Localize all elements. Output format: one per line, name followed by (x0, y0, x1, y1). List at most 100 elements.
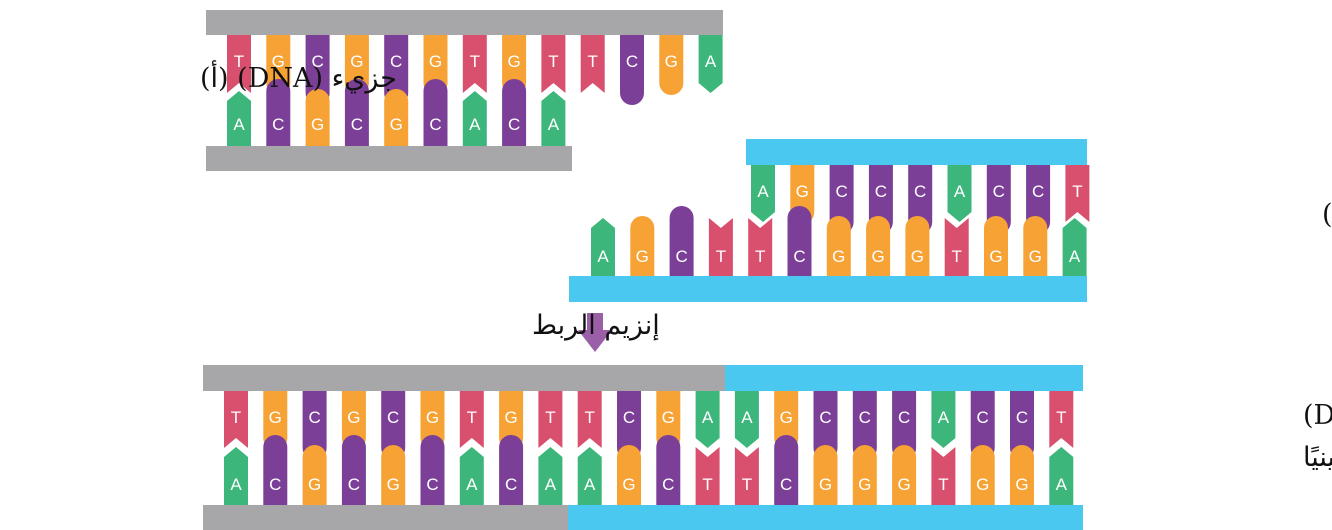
recombinant-bottom-backbone-b (568, 505, 1083, 530)
molecule-a-bottom-base-label: C (429, 115, 441, 134)
molecule-b-bottom-base-label: G (989, 247, 1002, 266)
recombinant-top-base-label: G (780, 408, 793, 427)
molecule-b-bottom-base-label: T (755, 247, 765, 266)
recombinant-top-base-G (774, 391, 799, 450)
molecule-b-bottom-base-G (1023, 215, 1048, 276)
molecule-a-top-base-G (502, 35, 527, 95)
molecule-b-bottom-base-T (708, 218, 733, 276)
molecule-a-top-base-label: C (626, 52, 638, 71)
molecule-a-bottom-base-label: G (311, 115, 324, 134)
recombinant-top-base-label: G (269, 408, 282, 427)
recombinant-top-base-label: C (977, 408, 989, 427)
recombinant-top-base-C (617, 391, 641, 460)
recombinant-top-base-label: T (231, 408, 241, 427)
molecule-a-top-base-G (659, 35, 684, 95)
recombinant-top-base-label: A (702, 408, 714, 427)
recombinant-top-base-label: C (387, 408, 399, 427)
molecule-a-bottom-base-C (423, 79, 448, 146)
recombinant-bottom-base-label: C (662, 475, 674, 494)
recombinant-top-base-label: G (662, 408, 675, 427)
recombinant-bottom-base-C (263, 435, 288, 505)
molecule-a-top-base-T (227, 35, 251, 93)
recombinant-bottom-base-C (341, 435, 366, 505)
molecule-a-top-base-C (384, 35, 409, 105)
molecule-a-top-base-label: C (311, 52, 323, 71)
molecule-b-bottom-base-label: T (716, 247, 726, 266)
recombinant-top-base-A (931, 391, 956, 448)
recombinant-top-base-C (970, 391, 995, 461)
recombinant-bottom-base-G (892, 445, 917, 505)
recombinant-bottom-base-G (852, 445, 877, 505)
ligase-label: إنزيم الربط (532, 310, 660, 341)
molecule-b-bottom-base-G (905, 216, 930, 276)
molecule-b-bottom-base-A (591, 218, 615, 276)
recombinant-top-base-T (538, 391, 563, 448)
molecule-a-top-base-label: T (548, 52, 558, 71)
recombinant-bottom-base-G (970, 445, 995, 505)
molecule-b-bottom-base-G (630, 216, 655, 276)
recombinant-bottom-base-label: A (230, 475, 242, 494)
molecule-b-top-base-label: A (757, 182, 769, 201)
molecule-b-top-base-label: T (1072, 182, 1082, 201)
molecule-b-bottom-base-T (944, 218, 969, 276)
recombinant-bottom-base-A (459, 447, 484, 505)
recombinant-top-base-G (656, 391, 681, 450)
recombinant-bottom-base-A (224, 447, 248, 505)
recombinant-bottom-base-G (381, 445, 406, 505)
recombinant-top-base-G (499, 391, 524, 450)
molecule-a-top-base-T (462, 35, 487, 93)
molecule-b-bottom-base-label: G (1029, 247, 1042, 266)
molecule-b-top-base-A (947, 165, 972, 222)
recombinant-top-base-label: T (545, 408, 555, 427)
recombinant-bottom-base-label: T (702, 475, 712, 494)
recombinant-top-base-C (1010, 391, 1034, 460)
molecule-a-top-base-label: T (234, 52, 244, 71)
molecule-a-bottom-base-A (462, 91, 487, 146)
molecule-a-top-base-G (423, 35, 448, 95)
recombinant-bottom-base-label: C (348, 475, 360, 494)
molecule-a-bottom-base-C (266, 79, 291, 146)
recombinant-top-base-T (224, 391, 248, 448)
molecule-a-bottom-base-C (502, 79, 527, 146)
recombinant-top-base-A (734, 391, 759, 448)
recombinant-bottom-base-G (617, 445, 641, 505)
molecule-a-bottom-base-A (541, 91, 566, 146)
molecule-a-bottom-base-A (227, 91, 251, 146)
molecule-a-top-base-label: G (507, 52, 520, 71)
molecule-b-bottom-base-label: T (952, 247, 962, 266)
molecule-b-top-base-label: G (796, 182, 809, 201)
molecule-b-bottom-base-label: A (597, 247, 609, 266)
recombinant-bottom-base-label: G (1015, 475, 1028, 494)
molecule-b-bottom-base-A (1062, 218, 1087, 276)
recombinant-bottom-base-label: G (622, 475, 635, 494)
recombinant-bottom-base-G (302, 445, 327, 505)
molecule-a-top-base-label: G (429, 52, 442, 71)
molecule-b-bottom-base-G (866, 216, 891, 276)
recombinant-top-base-label: C (898, 408, 910, 427)
recombinant-top-base-label: G (426, 408, 439, 427)
recombinant-bottom-base-label: T (938, 475, 948, 494)
molecule-a-top-base-G (344, 35, 369, 95)
molecule-a-label: جزيء (DNA) (أ) (200, 60, 397, 94)
molecule-a-bottom-base-label: A (469, 115, 481, 134)
molecule-b-top-base-label: A (954, 182, 966, 201)
recombinant-top-base-label: C (623, 408, 635, 427)
recombinant-top-backbone-a (203, 365, 725, 391)
recombinant-top-base-label: C (1016, 408, 1028, 427)
recombinant-top-base-C (302, 391, 327, 461)
recombinant-bottom-base-G (1010, 445, 1034, 505)
recombinant-label-line1: جزيء (DNA) (1303, 400, 1332, 431)
molecule-b-top-base-T (1065, 165, 1090, 222)
molecule-a-top-base-label: T (588, 52, 598, 71)
molecule-a-top-base-C (305, 35, 330, 105)
recombinant-top-base-label: T (585, 408, 595, 427)
recombinant-bottom-base-C (774, 435, 799, 505)
recombinant-top-base-label: G (347, 408, 360, 427)
molecule-b-top-base-A (751, 165, 775, 222)
recombinant-bottom-base-C (656, 435, 681, 505)
recombinant-top-base-label: A (741, 408, 753, 427)
molecule-b-top-backbone (746, 139, 1087, 165)
molecule-b-bottom-base-C (787, 206, 812, 276)
